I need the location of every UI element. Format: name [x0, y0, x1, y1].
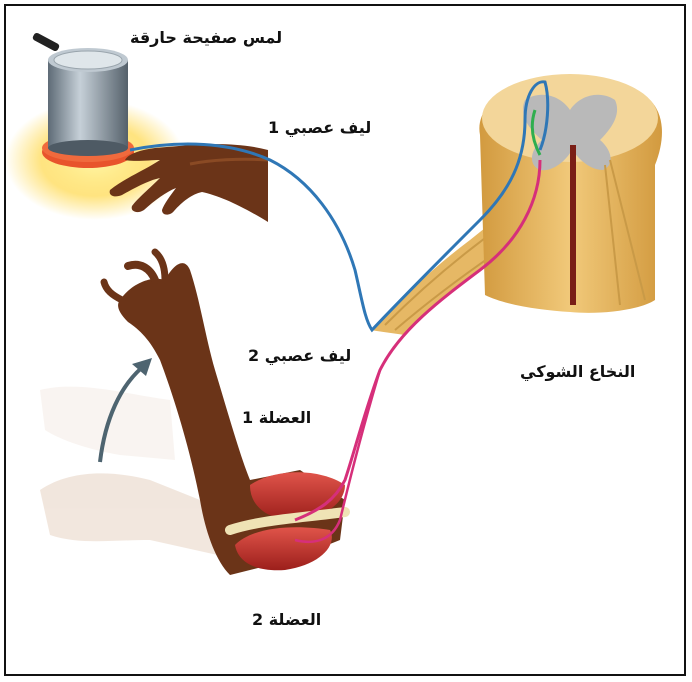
hand-touching-plate	[110, 144, 268, 222]
nerve-fiber-2-label: ليف عصبي 2	[248, 348, 351, 364]
spinal-cord-label: النخاع الشوكي	[520, 364, 635, 380]
hot-plate-label: لمس صفيحة حارقة	[130, 30, 282, 46]
muscle-1-label: العضلة 1	[242, 410, 311, 426]
spinal-cord	[479, 74, 662, 313]
nerve-fiber-1-label: ليف عصبي 1	[268, 120, 371, 136]
muscle-2-label: العضلة 2	[252, 612, 321, 628]
